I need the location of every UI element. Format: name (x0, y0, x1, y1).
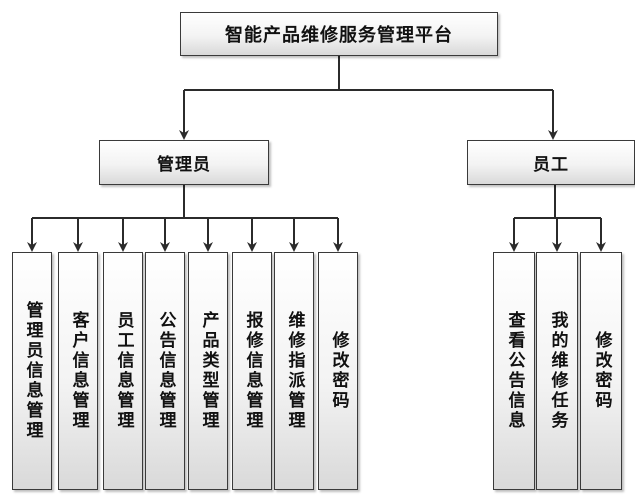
admin-function-6: 报修信息管理 (232, 252, 272, 490)
admin-function-label: 公告信息管理 (155, 311, 176, 431)
admin-function-label: 产品类型管理 (198, 311, 219, 431)
admin-function-8: 修改密码 (318, 252, 358, 490)
admin-function-label: 报修信息管理 (242, 311, 263, 431)
admin-function-3: 员工信息管理 (103, 252, 143, 490)
admin-function-2: 客户信息管理 (58, 252, 98, 490)
staff-function-label: 查看公告信息 (504, 311, 525, 431)
staff-node: 员工 (467, 140, 635, 185)
root-node: 智能产品维修服务管理平台 (180, 12, 498, 56)
admin-function-label: 管理员信息管理 (22, 301, 43, 441)
admin-function-label: 客户信息管理 (68, 311, 89, 431)
root-title: 智能产品维修服务管理平台 (225, 25, 453, 46)
staff-function-label: 我的维修任务 (547, 311, 568, 431)
staff-function-1: 查看公告信息 (493, 252, 535, 490)
staff-function-label: 修改密码 (591, 331, 612, 411)
admin-function-7: 维修指派管理 (274, 252, 314, 490)
admin-node: 管理员 (99, 140, 269, 185)
admin-title: 管理员 (157, 155, 211, 175)
admin-function-5: 产品类型管理 (188, 252, 228, 490)
admin-function-4: 公告信息管理 (145, 252, 185, 490)
admin-function-label: 修改密码 (328, 331, 349, 411)
staff-function-2: 我的维修任务 (536, 252, 578, 490)
admin-function-label: 员工信息管理 (113, 311, 134, 431)
admin-function-label: 维修指派管理 (284, 311, 305, 431)
staff-function-3: 修改密码 (580, 252, 622, 490)
admin-function-1: 管理员信息管理 (12, 252, 52, 490)
staff-title: 员工 (533, 155, 569, 175)
